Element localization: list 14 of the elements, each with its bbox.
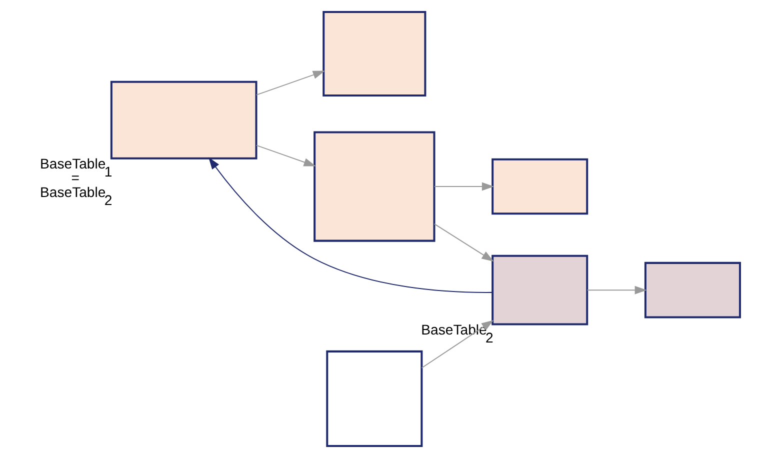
arrow xyxy=(208,157,492,293)
node-box xyxy=(326,350,423,447)
arrow xyxy=(434,223,494,262)
arrow xyxy=(422,320,494,368)
node-box xyxy=(492,158,588,215)
node-box xyxy=(314,131,436,242)
arrow xyxy=(587,286,647,294)
node-box xyxy=(110,80,258,160)
arrow xyxy=(256,70,326,96)
node-box xyxy=(644,262,741,318)
arrow xyxy=(434,182,494,191)
arrow xyxy=(256,144,316,166)
node-box xyxy=(322,11,426,96)
node-box xyxy=(492,254,588,326)
